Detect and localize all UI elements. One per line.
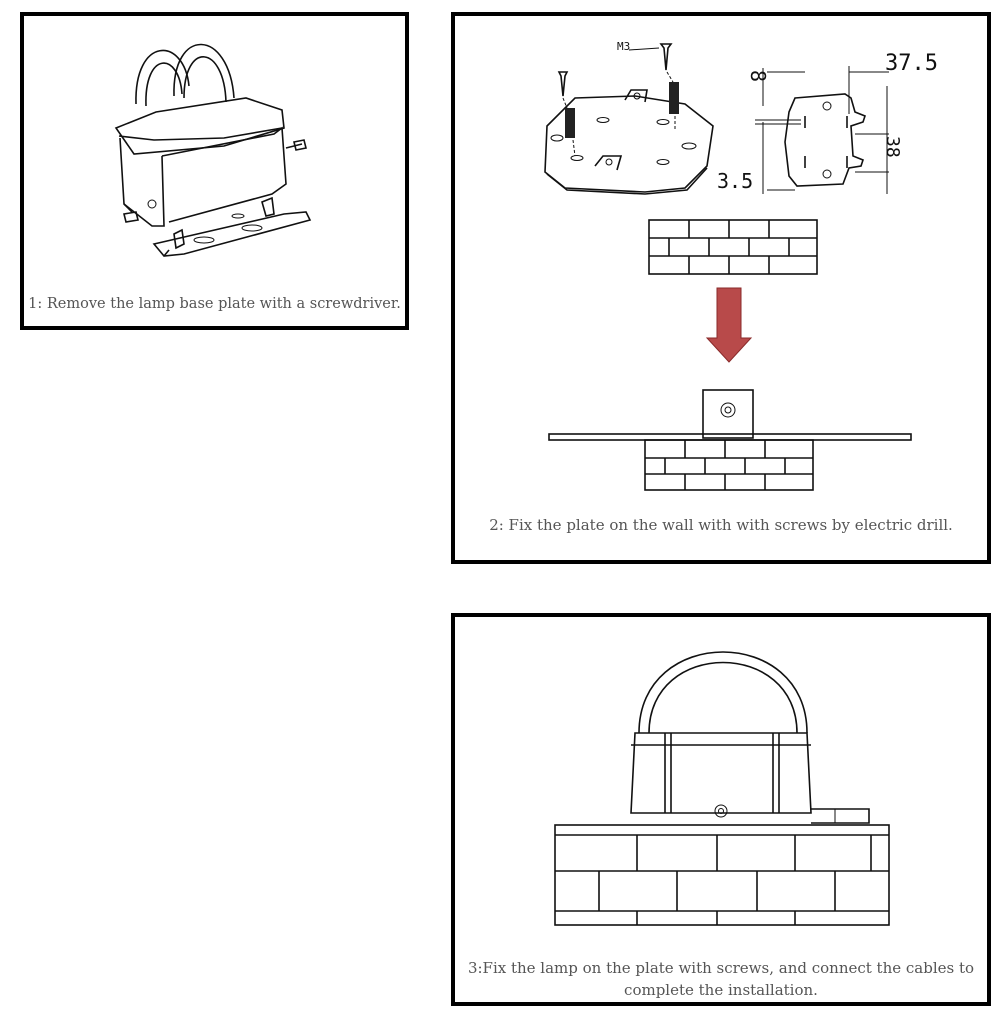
step-3-panel: 3:Fix the lamp on the plate with screws,…: [451, 613, 991, 1006]
brick-wall-top: [648, 219, 818, 275]
lamp-removal-drawing: [114, 43, 312, 257]
dim-8-label: 8: [746, 70, 770, 82]
step-2-panel: M3 8 37.5 38 3.5: [451, 12, 991, 564]
step-2-caption: 2: Fix the plate on the wall with with s…: [489, 516, 953, 534]
screw-size-label: M3: [617, 40, 630, 53]
mounted-plate: [548, 389, 912, 491]
step-1-panel: 1: Remove the lamp base plate with a scr…: [20, 12, 409, 330]
brick-wall: [554, 824, 890, 926]
dim-38-label: 38: [882, 136, 903, 158]
lamp-installed-drawing: [554, 651, 890, 926]
down-arrow-icon: [705, 287, 753, 363]
dim-37-5-label: 37.5: [885, 51, 938, 76]
step-3-caption: 3:Fix the lamp on the plate with screws,…: [467, 959, 975, 999]
dim-3-5-label: 3.5: [717, 169, 753, 193]
step-1-caption: 1: Remove the lamp base plate with a scr…: [28, 296, 401, 312]
plate-mounting-drawing: M3 8 37.5 38 3.5: [544, 40, 938, 491]
